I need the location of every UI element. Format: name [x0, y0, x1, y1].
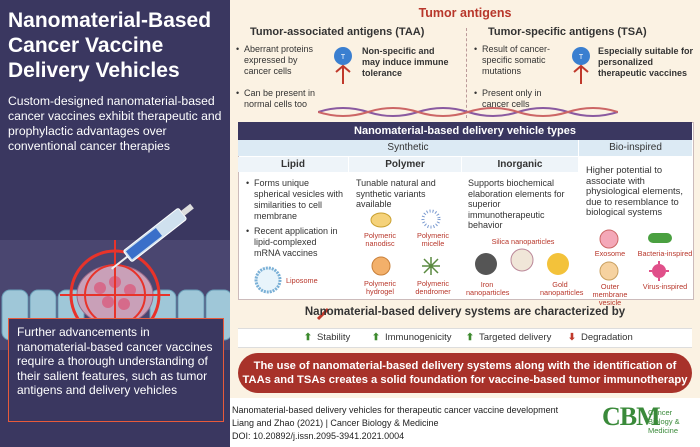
lipid-header: Lipid: [238, 157, 348, 172]
char-item-immunogenicity: ⬆Immunogenicity: [372, 332, 452, 343]
inorganic-header: Inorganic: [462, 157, 578, 172]
taa-bullet-2: Can be present in normal cells too: [236, 88, 324, 110]
hydrogel-icon: [371, 256, 391, 276]
inorganic-item-2: Iron nanoparticles: [466, 280, 510, 297]
bio-inspired-header: Bio-inspired: [579, 140, 692, 156]
polymer-header: Polymer: [349, 157, 461, 172]
delivery-table-title: Nanomaterial-based delivery vehicle type…: [238, 122, 692, 140]
inorganic-item-1: Silica nanoparticles: [491, 237, 555, 246]
bio-item-3: Outer membrane vesicle: [592, 282, 628, 307]
taa-icon-label: T: [341, 54, 346, 61]
bio-text: Higher potential to associate with physi…: [586, 164, 683, 217]
dendromer-icon: [422, 257, 440, 275]
antibody-icon: T: [334, 47, 352, 84]
footer-doi[interactable]: DOI: 10.20892/j.issn.2095-3941.2021.0004: [232, 431, 405, 441]
bio-item-2: Bacteria-inspired: [637, 249, 693, 258]
inorganic-text: Supports biochemical elaboration element…: [468, 178, 565, 230]
polymer-item-1: Polymeric nanodisc: [363, 231, 397, 248]
syringe-icon: [111, 203, 194, 270]
up-arrow-icon: ⬆: [304, 332, 312, 343]
down-arrow-icon: ⬇: [568, 332, 576, 343]
char-item-stability: ⬆Stability: [304, 332, 351, 343]
up-arrow-icon: ⬆: [372, 332, 380, 343]
taa-bullet-1: Aberrant proteins expressed by cancer ce…: [236, 44, 324, 77]
synthetic-header: Synthetic: [238, 140, 578, 156]
lipid-bullet-1: Forms unique spherical vesicles with sim…: [246, 178, 344, 222]
bottom-note-box: Further advancements in nanomaterial-bas…: [8, 318, 224, 422]
polymer-item-2: Polymeric micelle: [416, 231, 450, 248]
vesicle-icon: [599, 261, 619, 281]
bio-item-4: Virus-inspired: [642, 282, 688, 291]
tumor-antigens-title: Tumor antigens: [418, 6, 512, 20]
bacteria-icon: [648, 233, 672, 243]
page-title: Nanomaterial-Based Cancer Vaccine Delive…: [8, 9, 212, 82]
dna-strand-icon: [318, 107, 618, 117]
virus-icon: [649, 261, 669, 281]
inorganic-item-3: Gold nanoparticles: [540, 280, 584, 297]
nanoparticles-icon: [475, 248, 569, 275]
intro-text: Custom-designed nanomaterial-based cance…: [8, 94, 222, 153]
tsa-bullet-2: Present only in cancer cells: [474, 88, 562, 110]
tsa-bullet-1: Result of cancer-specific somatic mutati…: [474, 44, 562, 77]
liposome-icon: [254, 266, 282, 294]
polymer-item-4: Polymeric dendromer: [415, 279, 451, 296]
footer-title: Nanomaterial-based delivery vehicles for…: [232, 405, 559, 415]
polymer-text: Tunable natural and synthetic variants a…: [356, 178, 436, 209]
footer-citation: Liang and Zhao (2021) | Cancer Biology &…: [232, 418, 439, 428]
char-item-degradation: ⬇Degradation: [568, 332, 633, 343]
journal-logo: CBM: [602, 402, 661, 431]
tsa-heading: Tumor-specific antigens (TSA): [488, 26, 647, 38]
bottom-note: Further advancements in nanomaterial-bas…: [17, 325, 213, 397]
taa-heading: Tumor-associated antigens (TAA): [250, 26, 425, 38]
bio-item-1: Exosome: [594, 249, 626, 258]
antigen-divider: [466, 28, 468, 118]
char-item-targeted: ⬆Targeted delivery: [466, 332, 552, 343]
tsa-highlight: Especially suitable for personalized the…: [598, 46, 694, 78]
liposome-label: Liposome: [286, 276, 318, 285]
characterized-title: Nanomaterial-based delivery systems are …: [304, 306, 626, 318]
lipid-bullet-2: Recent application in lipid-complexed mR…: [246, 226, 344, 259]
tsa-icon-label: T: [579, 54, 584, 61]
syringe-small-icon: [316, 307, 330, 321]
antibody-icon: T: [572, 47, 590, 84]
characterized-row: [238, 328, 692, 348]
polymer-item-3: Polymeric hydrogel: [363, 279, 397, 296]
conclusion-text: The use of nanomaterial-based delivery s…: [242, 360, 688, 386]
exosome-icon: [599, 229, 619, 249]
up-arrow-icon: ⬆: [466, 332, 474, 343]
left-panel: Nanomaterial-Based Cancer Vaccine Delive…: [0, 0, 230, 447]
micelle-icon: [421, 209, 441, 229]
nanodisc-icon: [370, 212, 392, 228]
conclusion-banner: The use of nanomaterial-based delivery s…: [238, 353, 692, 393]
taa-highlight: Non-specific and may induce immune toler…: [362, 46, 449, 78]
